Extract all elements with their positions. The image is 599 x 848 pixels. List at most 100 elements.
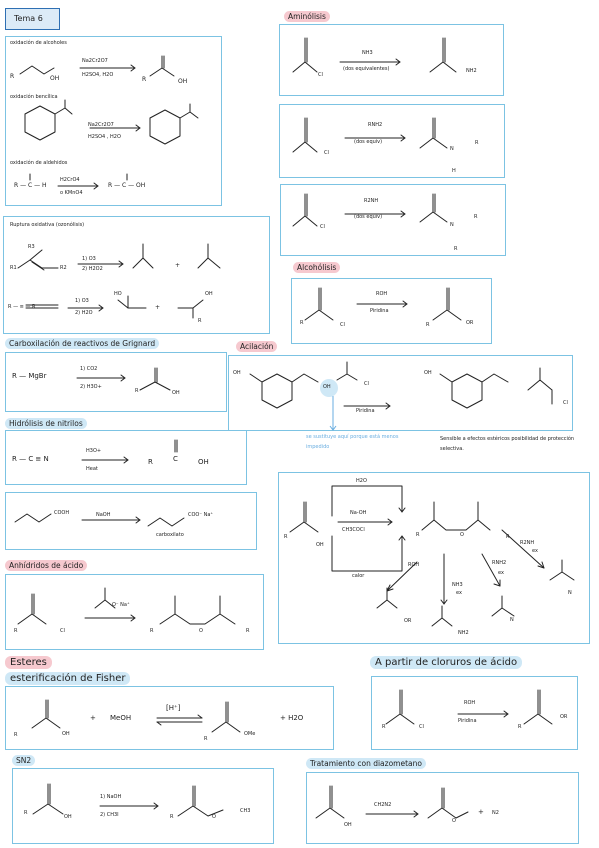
- sn2-oh: OH: [64, 814, 72, 820]
- alcoholysis-prod-r: R: [426, 322, 430, 328]
- anhydride-cl: Cl: [60, 628, 65, 634]
- sn2-ch3: CH3: [240, 808, 251, 814]
- fisher-label: esterificación de Fisher: [5, 672, 131, 685]
- anhydride-reactions-box: [278, 472, 590, 644]
- alcoholysis-lr: R: [300, 320, 304, 326]
- anh-r2nh: R2NH: [520, 540, 535, 546]
- a3-r: R: [474, 214, 478, 220]
- alcoholysis-box: [291, 278, 492, 344]
- sn2-scheme: [32, 783, 224, 817]
- alcoholysis-reagent: ROH: [376, 291, 388, 297]
- carboxylate-reagent: NaOH: [96, 512, 111, 518]
- carboxylate-box: [5, 492, 257, 550]
- esters-label: Esteres: [5, 656, 52, 669]
- anhydrides-label: Anhídridos de ácido: [5, 560, 88, 571]
- alcohol-reagent-1: Na2Cr2O7: [82, 58, 108, 64]
- fisher-scheme: [31, 699, 241, 733]
- oxidation-aldehydes-label: oxidación de aldehidos: [10, 160, 68, 166]
- fisher-catalyst: [H⁺]: [166, 704, 181, 712]
- diazomethane-prod-o: O: [452, 818, 456, 824]
- sn2-label: SN2: [12, 755, 36, 766]
- a2-condition: (dos equiv): [354, 139, 383, 145]
- anh-naoh: Na-OH: [350, 510, 367, 516]
- anhydride-prod-r2: R: [246, 628, 250, 634]
- acylation-prod-oh: OH: [424, 370, 432, 376]
- anh-or: OR: [404, 618, 412, 624]
- aminolysis-scheme-2: [292, 117, 448, 153]
- aminolysis-scheme-3: [292, 193, 448, 227]
- acid-chlorides-label: A partir de cloruros de ácido: [370, 656, 523, 669]
- anh-ex3: ex: [498, 570, 504, 576]
- anh-ex2: ex: [456, 590, 462, 596]
- nitrile-scheme: [81, 439, 178, 464]
- a2-n: N: [450, 146, 454, 152]
- grignard-prod-r: R: [135, 388, 139, 394]
- ozo-plus-2: +: [155, 304, 161, 311]
- ozo-r1: R1: [10, 265, 17, 271]
- grignard-reagent-1: 1) CO2: [80, 366, 98, 372]
- anhydride-scheme: [17, 587, 236, 625]
- acylation-box: [228, 355, 573, 431]
- diazomethane-reagent: CH2N2: [374, 802, 392, 808]
- anhydride-prod-o: O: [199, 628, 203, 634]
- acid-chlorides-box: [371, 676, 578, 750]
- alcohol-oxidation-scheme: [19, 55, 175, 77]
- alcohol-reagent-2: H2SO4, H2O: [82, 72, 114, 78]
- grignard-prod-oh: OH: [172, 390, 180, 396]
- sn2-r: R: [24, 810, 28, 816]
- acylation-oh-left: OH: [233, 370, 241, 376]
- acylation-label: Acilación: [236, 341, 278, 352]
- ozonolysis-scheme: [17, 243, 221, 319]
- acid-chlorides-prod-r: R: [518, 724, 522, 730]
- alcohol-left-r: R: [10, 73, 15, 80]
- acid-chlorides-scheme: [385, 689, 553, 725]
- aminolysis-scheme-1: [292, 37, 457, 73]
- anh-oh: OH: [316, 542, 324, 548]
- anh-prod-r: R: [416, 532, 420, 538]
- carboxylate-scheme: [14, 513, 185, 527]
- anh-nh3: NH3: [452, 582, 463, 588]
- fisher-plus: +: [90, 714, 96, 722]
- nitrile-reagent-2: Heat: [86, 466, 98, 472]
- a2-r: R: [475, 140, 479, 146]
- acylation-blue-note: se sustituye aquí porque está menos impe…: [306, 434, 399, 450]
- diazomethane-oh: OH: [344, 822, 352, 828]
- oxidation-box: [5, 36, 222, 206]
- a1-product: NH2: [466, 68, 477, 74]
- a3-r2: R: [454, 246, 458, 252]
- aminolysis-box-3: [280, 184, 506, 256]
- grignard-reactant: R — MgBr: [12, 372, 47, 380]
- anhydride-r: R: [14, 628, 18, 634]
- nitrile-prod-r: R: [148, 458, 153, 466]
- carboxylate-left: COOH: [54, 510, 70, 516]
- acid-chlorides-reagent: ROH: [464, 700, 476, 706]
- a1-cl: Cl: [318, 72, 323, 78]
- anh-rnh2: RNH2: [492, 560, 507, 566]
- a2-h: H: [452, 168, 456, 174]
- benzylic-reagent-1: Na2Cr2O7: [88, 122, 114, 128]
- nitrile-reagent-1: H3O+: [86, 448, 102, 454]
- anhydride-reactions-scheme: [289, 485, 575, 627]
- anh-n: N: [510, 617, 514, 623]
- aminolysis-label: Aminólisis: [284, 11, 330, 22]
- anh-roh: ROH: [408, 562, 420, 568]
- a2-cl: Cl: [324, 150, 329, 156]
- a3-n: N: [450, 222, 454, 228]
- benzylic-oxidation-scheme: [24, 99, 199, 145]
- a3-reagent: R2NH: [364, 198, 379, 204]
- ozo-r: R: [198, 318, 202, 324]
- sn2-prod-o: O: [212, 814, 216, 820]
- acylation-cl: Cl: [364, 381, 369, 387]
- ozonolysis-label: Ruptura oxidativa (ozonólisis): [10, 222, 85, 228]
- acid-chlorides-condition: Piridina: [458, 718, 477, 724]
- anh-nh2: NH2: [458, 630, 469, 636]
- nitriles-box: [5, 430, 247, 485]
- aldehyde-reagent-2: o KMnO4: [60, 190, 83, 196]
- grignard-reagent-2: 2) H3O+: [80, 384, 102, 390]
- ozo-left2: R — ≡ — R: [8, 304, 36, 310]
- anhydride-prod-r: R: [150, 628, 154, 634]
- acylation-blue-arrow: [329, 396, 337, 431]
- acylation-condition: Piridina: [356, 408, 375, 414]
- diazomethane-label: Tratamiento con diazometano: [306, 758, 426, 769]
- anhydride-reagent: O⁻ Na⁺: [112, 602, 130, 608]
